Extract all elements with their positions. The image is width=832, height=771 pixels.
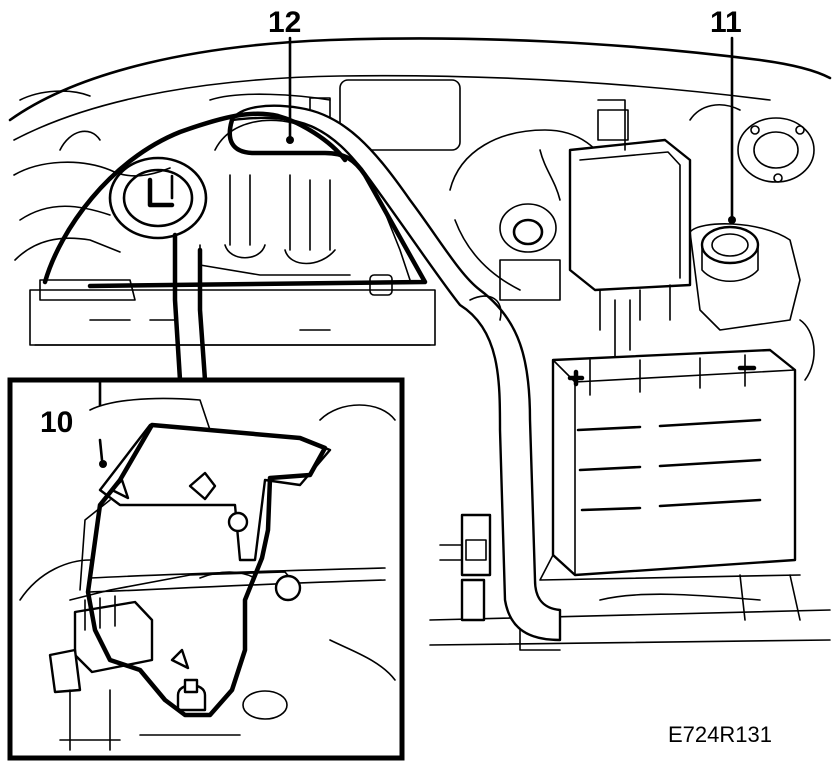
callout-11-label: 11: [710, 6, 742, 39]
callout-12-label: 12: [268, 6, 302, 39]
highlight-outline: [42, 111, 428, 383]
battery: [539, 319, 815, 621]
hood-edge: [8, 37, 832, 141]
leader-lines: [286, 36, 736, 224]
hose-connector: [439, 513, 492, 622]
callout-10-label: 10: [40, 406, 74, 439]
fuse-box: [568, 99, 692, 361]
expansion-reservoir: [689, 223, 801, 331]
lower-right-detail: [429, 593, 831, 651]
engine-center-detail: [199, 79, 461, 296]
figure-reference-code: E724R131: [668, 722, 772, 747]
intake-hose: [230, 104, 562, 642]
cap-detail: [108, 156, 208, 240]
booster-detail: [449, 129, 611, 301]
inset-contents: [19, 378, 396, 751]
strut-top: [689, 104, 815, 183]
